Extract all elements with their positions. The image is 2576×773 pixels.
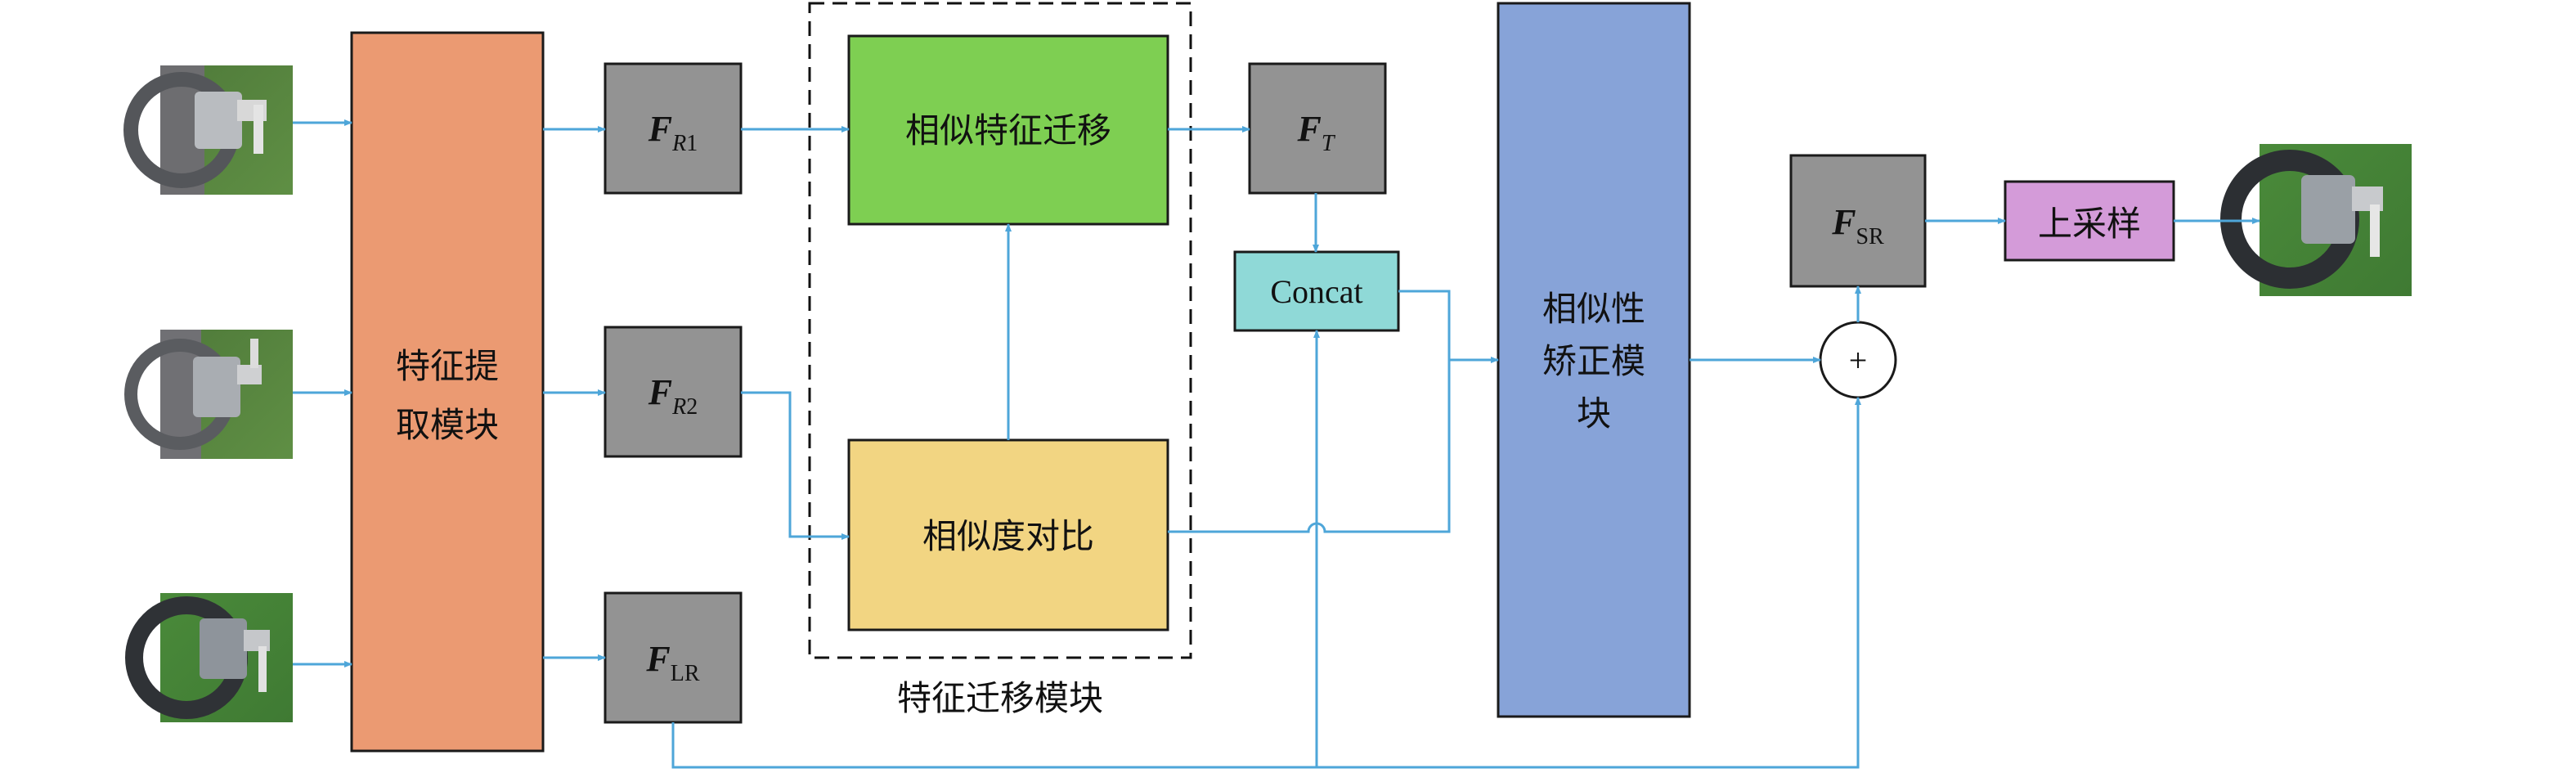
connectors: [293, 119, 2260, 769]
feature-fsr-box: FSR: [1789, 154, 1927, 288]
feature-transfer-module-label: 特征迁移模块: [897, 678, 1103, 718]
reference-image-2: [124, 330, 293, 459]
feature-ft-box: FT: [1248, 62, 1387, 195]
svg-text:Concat: Concat: [1270, 273, 1362, 310]
arrow-compare-to-correction: [1168, 360, 1451, 533]
arrow-fr2-to-compare: [741, 391, 850, 540]
svg-text:FT: FT: [1297, 109, 1336, 156]
svg-text:上采样: 上采样: [2038, 204, 2141, 244]
addition-node: +: [1819, 321, 1897, 399]
similar-feature-transfer-block: 相似特征迁移: [847, 34, 1169, 226]
svg-text:FR2: FR2: [648, 372, 698, 420]
feature-transfer-module: 特征迁移模块: [808, 2, 1192, 718]
svg-text:+: +: [1849, 342, 1868, 379]
svg-text:矫正模: 矫正模: [1542, 341, 1645, 381]
svg-text:相似特征迁移: 相似特征迁移: [905, 110, 1111, 151]
svg-text:FSR: FSR: [1831, 202, 1884, 249]
arrow-concat-to-correction: [1398, 290, 1499, 363]
feature-fr2-box: FR2: [604, 326, 743, 458]
similarity-comparison-block: 相似度对比: [847, 438, 1169, 631]
svg-text:FR1: FR1: [648, 109, 698, 156]
concat-block: Concat: [1233, 250, 1400, 332]
upsample-block: 上采样: [2004, 180, 2175, 262]
arrow-flr-to-plus: [671, 397, 1861, 769]
svg-text:块: 块: [1577, 393, 1611, 434]
svg-text:FLR: FLR: [645, 639, 699, 686]
feature-extraction-label-2: 取模块: [396, 405, 499, 445]
feature-extraction-label-1: 特征提: [396, 346, 499, 386]
svg-text:相似度对比: 相似度对比: [922, 516, 1094, 556]
feature-flr-box: FLR: [604, 591, 743, 724]
similarity-correction-block: 相似性 矫正模 块: [1497, 2, 1691, 718]
reference-image-1: [123, 65, 293, 195]
svg-text:相似性: 相似性: [1542, 289, 1645, 329]
low-resolution-image: [125, 593, 293, 722]
super-resolution-image: [2220, 144, 2412, 296]
feature-extraction-block: 特征提 取模块: [350, 31, 545, 753]
feature-fr1-box: FR1: [604, 62, 743, 195]
